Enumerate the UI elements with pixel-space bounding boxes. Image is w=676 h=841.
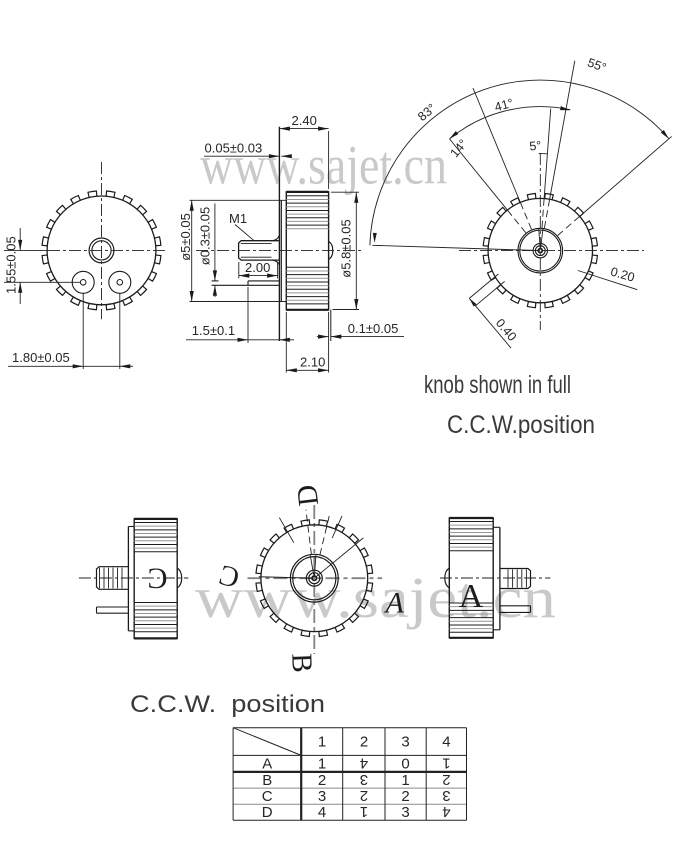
note-shown-line2: C.C.W.position	[447, 411, 595, 439]
dim-pin-spacing	[8, 293, 133, 369]
dim-skirt-dia-label: ø5±0.05	[178, 213, 193, 261]
svg-text:0: 0	[401, 756, 409, 773]
position-letter-top: D	[291, 483, 325, 508]
svg-text:4: 4	[318, 804, 326, 821]
front-view-bottom	[247, 505, 382, 654]
dim-tooth-depth-label: 0.20	[609, 265, 636, 285]
angle-55-label: 55°	[586, 55, 609, 75]
svg-text:3: 3	[318, 788, 326, 805]
svg-text:4: 4	[442, 803, 450, 820]
dimension-arrowheads	[18, 106, 669, 373]
side-right-shaft-threads	[507, 569, 527, 588]
dim-tooth-width-label: 0.40	[493, 316, 519, 344]
angle-dimension-arcs	[369, 79, 670, 246]
svg-text:A: A	[262, 756, 272, 773]
dim-knurl-dia-label: ø5.8±0.05	[339, 219, 354, 277]
dim-pin-dia-label: ø0.3±0.05	[198, 207, 213, 265]
front-view-bottom-radial-lines	[258, 509, 364, 579]
svg-text:2: 2	[442, 771, 450, 788]
section-knurl-lines	[286, 195, 329, 305]
side-right-knurl-lines	[449, 521, 494, 633]
svg-text:2: 2	[360, 787, 368, 804]
dim-total-width-label: 2.40	[292, 113, 317, 128]
dim-shaft-len-label: 2.00	[245, 260, 270, 275]
table-header-row: 1 2 3 4	[318, 734, 451, 751]
section-view	[186, 126, 404, 373]
svg-text:2: 2	[401, 788, 409, 805]
svg-text:4: 4	[442, 734, 450, 751]
side-view-left	[78, 517, 189, 640]
table-diagonal	[232, 727, 302, 756]
note-shown-line1: knob shown in full	[424, 371, 571, 399]
svg-text:1: 1	[318, 756, 326, 773]
dim-face-step-label: 0.1±0.05	[348, 321, 399, 336]
ccw-caption: C.C.W. position	[130, 691, 325, 718]
watermark-top: www.sajet.cn	[200, 134, 447, 196]
svg-text:3: 3	[401, 734, 409, 751]
angle-41-label: 41°	[493, 96, 515, 114]
front-view-bottom-teeth	[255, 519, 374, 638]
table-row-B: B 2 3 1 2	[262, 771, 450, 789]
front-view	[4, 162, 165, 369]
position-letter-side-left: C	[147, 562, 167, 595]
table-row-A: A 1 4 0 1	[262, 755, 450, 773]
thread-label: M1	[229, 211, 247, 226]
angle-view-teeth	[482, 192, 599, 309]
front-view-teeth	[41, 190, 162, 311]
svg-text:1: 1	[360, 803, 368, 820]
svg-text:1: 1	[401, 772, 409, 789]
table-row-C: C 3 2 2 3	[262, 787, 451, 805]
angle-83-label: 83°	[415, 101, 438, 124]
svg-text:3: 3	[442, 787, 450, 804]
watermark-bottom: www.sajet.cn	[195, 567, 556, 631]
svg-text:1: 1	[442, 755, 450, 772]
svg-text:3: 3	[401, 804, 409, 821]
position-table	[232, 727, 467, 821]
svg-text:D: D	[262, 804, 273, 821]
svg-text:1: 1	[318, 734, 326, 751]
dim-face-gap-label: 0.05±0.03	[205, 141, 263, 156]
dim-pin-offset-label: 1.55±0.05	[4, 236, 19, 294]
angle-view-radial-lines	[372, 60, 672, 251]
angle-5-label: 5°	[529, 139, 542, 154]
position-letter-side-right: A	[459, 578, 484, 615]
side-view-right	[440, 516, 551, 639]
dim-pin-len-label: 1.5±0.1	[192, 323, 235, 338]
svg-text:2: 2	[318, 772, 326, 789]
side-left-knurl-lines	[134, 522, 178, 633]
svg-text:2: 2	[360, 734, 368, 751]
table-row-D: D 4 1 3 4	[262, 803, 451, 821]
svg-text:B: B	[262, 772, 272, 789]
angle-view	[369, 60, 672, 349]
svg-text:4: 4	[360, 755, 368, 772]
dim-knurl-width-label: 2.10	[300, 355, 325, 370]
dim-pin-spacing-label: 1.80±0.05	[12, 350, 70, 365]
svg-text:3: 3	[360, 771, 368, 788]
position-letter-right: A	[384, 587, 405, 620]
dim-pin-offset	[4, 228, 81, 304]
svg-text:C: C	[262, 788, 273, 805]
position-letter-bottom: B	[285, 653, 318, 673]
